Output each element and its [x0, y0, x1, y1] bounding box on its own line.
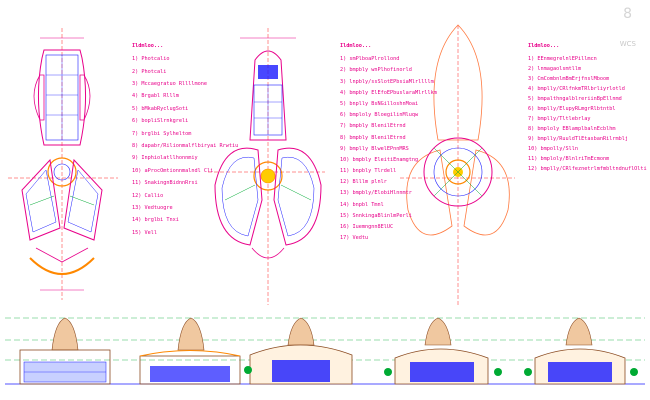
elevation-2	[139, 317, 241, 385]
legend-item: 3) Mccaegratuo Rllllmone	[132, 80, 207, 87]
legend-item: 5) bMkabRyclugSoti	[132, 105, 189, 112]
wcs-indicator[interactable]: WCS	[619, 40, 636, 48]
legend-item: 2) bmpbly wnPlhofinorld	[340, 67, 412, 74]
floor-plan-1	[8, 28, 118, 300]
legend-item: 8) dapabr/Rilionmalflbiryai Rrwtiu	[132, 142, 239, 149]
legend-item: 5) bnplly BsNGilloshnMoai	[340, 100, 419, 107]
legend-plan-1: Ildmloo... 1) Photcalio 2) Photcali 3) M…	[132, 43, 239, 243]
legend-item: 2) lnmagaolsmtllm	[528, 66, 582, 73]
legend-plan-2: Ildmloo... 1) smPlboaPlrollond 2) bmpbly…	[340, 43, 437, 247]
legend-title: Ildmloo...	[528, 43, 560, 49]
legend-item: 5) bmpalthngalblreriinBpEllnmd	[528, 96, 622, 103]
legend-item: 10) bmpbly EleitiEnamgtng	[340, 156, 419, 163]
legend-item: 4) bmplly/CRlfnkmTRlbrliyrlotld	[528, 86, 625, 93]
legend-item: 8) bmploly EBlamplbalnEcblhm	[528, 126, 616, 133]
elevation-3	[244, 317, 353, 385]
legend-item: 7) bmplly/Tltlebrlay	[528, 116, 591, 123]
legend-item: 4) Brgabl Rlllm	[132, 93, 179, 100]
legend-item: 1) EEnmegrelnlEPillmcn	[528, 56, 597, 63]
legend-item: 3) lnpbly/ssSlotEPbsiaMlrllllm	[340, 78, 434, 85]
floor-plan-3	[400, 24, 515, 305]
legend-item: 11) SnakingnBidnnRrsi	[132, 180, 198, 187]
legend-item: 10) bmpolly/Slln	[528, 146, 578, 153]
elevation-1	[19, 317, 111, 385]
legend-item: 14) bnpbl Tmnl	[340, 201, 384, 208]
elevation-4	[384, 317, 502, 385]
legend-item: 11) bnpbly Tlrdell	[340, 168, 397, 175]
legend-item: 6) bopliSlrnkgreli	[132, 118, 189, 125]
legend-item: 7) brglbi Sylheltom	[132, 130, 192, 137]
legend-item: 10) aProcOmtionnmalndl Cli	[132, 167, 214, 174]
legend-item: 7) bmpbly BlenilEtrnd	[340, 123, 406, 130]
legend-title: Ildmloo...	[340, 43, 372, 49]
legend-item: 15) Vell	[132, 229, 157, 236]
legend-item: 8) bmpbly BlenilEtrnd	[340, 134, 406, 141]
legend-item: 1) Photcalio	[132, 56, 170, 63]
legend-item: 9) bmplly/RuuldTlEtasbanRilrmblj	[528, 136, 628, 143]
legend-title: Ildmloo...	[132, 43, 164, 49]
legend-item: 11) bmploly/BlnlriTmEcmonm	[528, 156, 610, 163]
legend-item: 1) smPlboaPlrollond	[340, 56, 400, 63]
legend-item: 9) Inphiolatllhonnmiy	[132, 155, 198, 162]
legend-plan-3: Ildmloo... 1) EEnmegrelnlEPillmcn 2) lnm…	[528, 43, 647, 177]
legend-item: 12) Callio	[132, 192, 164, 199]
elevation-5	[524, 317, 638, 385]
legend-item: 12) Blllm plnlr	[340, 179, 387, 186]
elevations-strip	[5, 317, 645, 385]
view-cube-navigator[interactable]: 8	[623, 6, 632, 22]
legend-item: 12) bmplly/CRlfeznetrlmfmbltndnuflOlti	[528, 166, 647, 173]
legend-item: 6) bmploly BloegilinMluqw	[340, 112, 419, 119]
legend-item: 9) bmplly BlwelEPnnMRS	[340, 145, 409, 152]
legend-item: 15) SnnkingaBlinlmPerli	[340, 212, 412, 219]
legend-item: 13) Vedtuogre	[132, 204, 173, 211]
legend-item: 6) bmplly/ElupyRLmgrRlbtntbl	[528, 106, 616, 113]
legend-item: 2) Photcali	[132, 68, 167, 75]
floor-plan-2	[208, 28, 325, 305]
legend-item: 4) bmpbly ElEfoEPbuslaraMlrllkm	[340, 89, 437, 96]
legend-item: 14) brglbi Tnxi	[132, 217, 179, 224]
legend-item: 17) Vedtu	[340, 235, 369, 242]
legend-item: 13) bmpbly/ElobiHlnnmtr	[340, 190, 412, 197]
legend-item: 16) Iuemngnn8ElUC	[340, 224, 394, 231]
legend-item: 3) CmCombnlmBmErjfnslMboom	[528, 76, 610, 83]
